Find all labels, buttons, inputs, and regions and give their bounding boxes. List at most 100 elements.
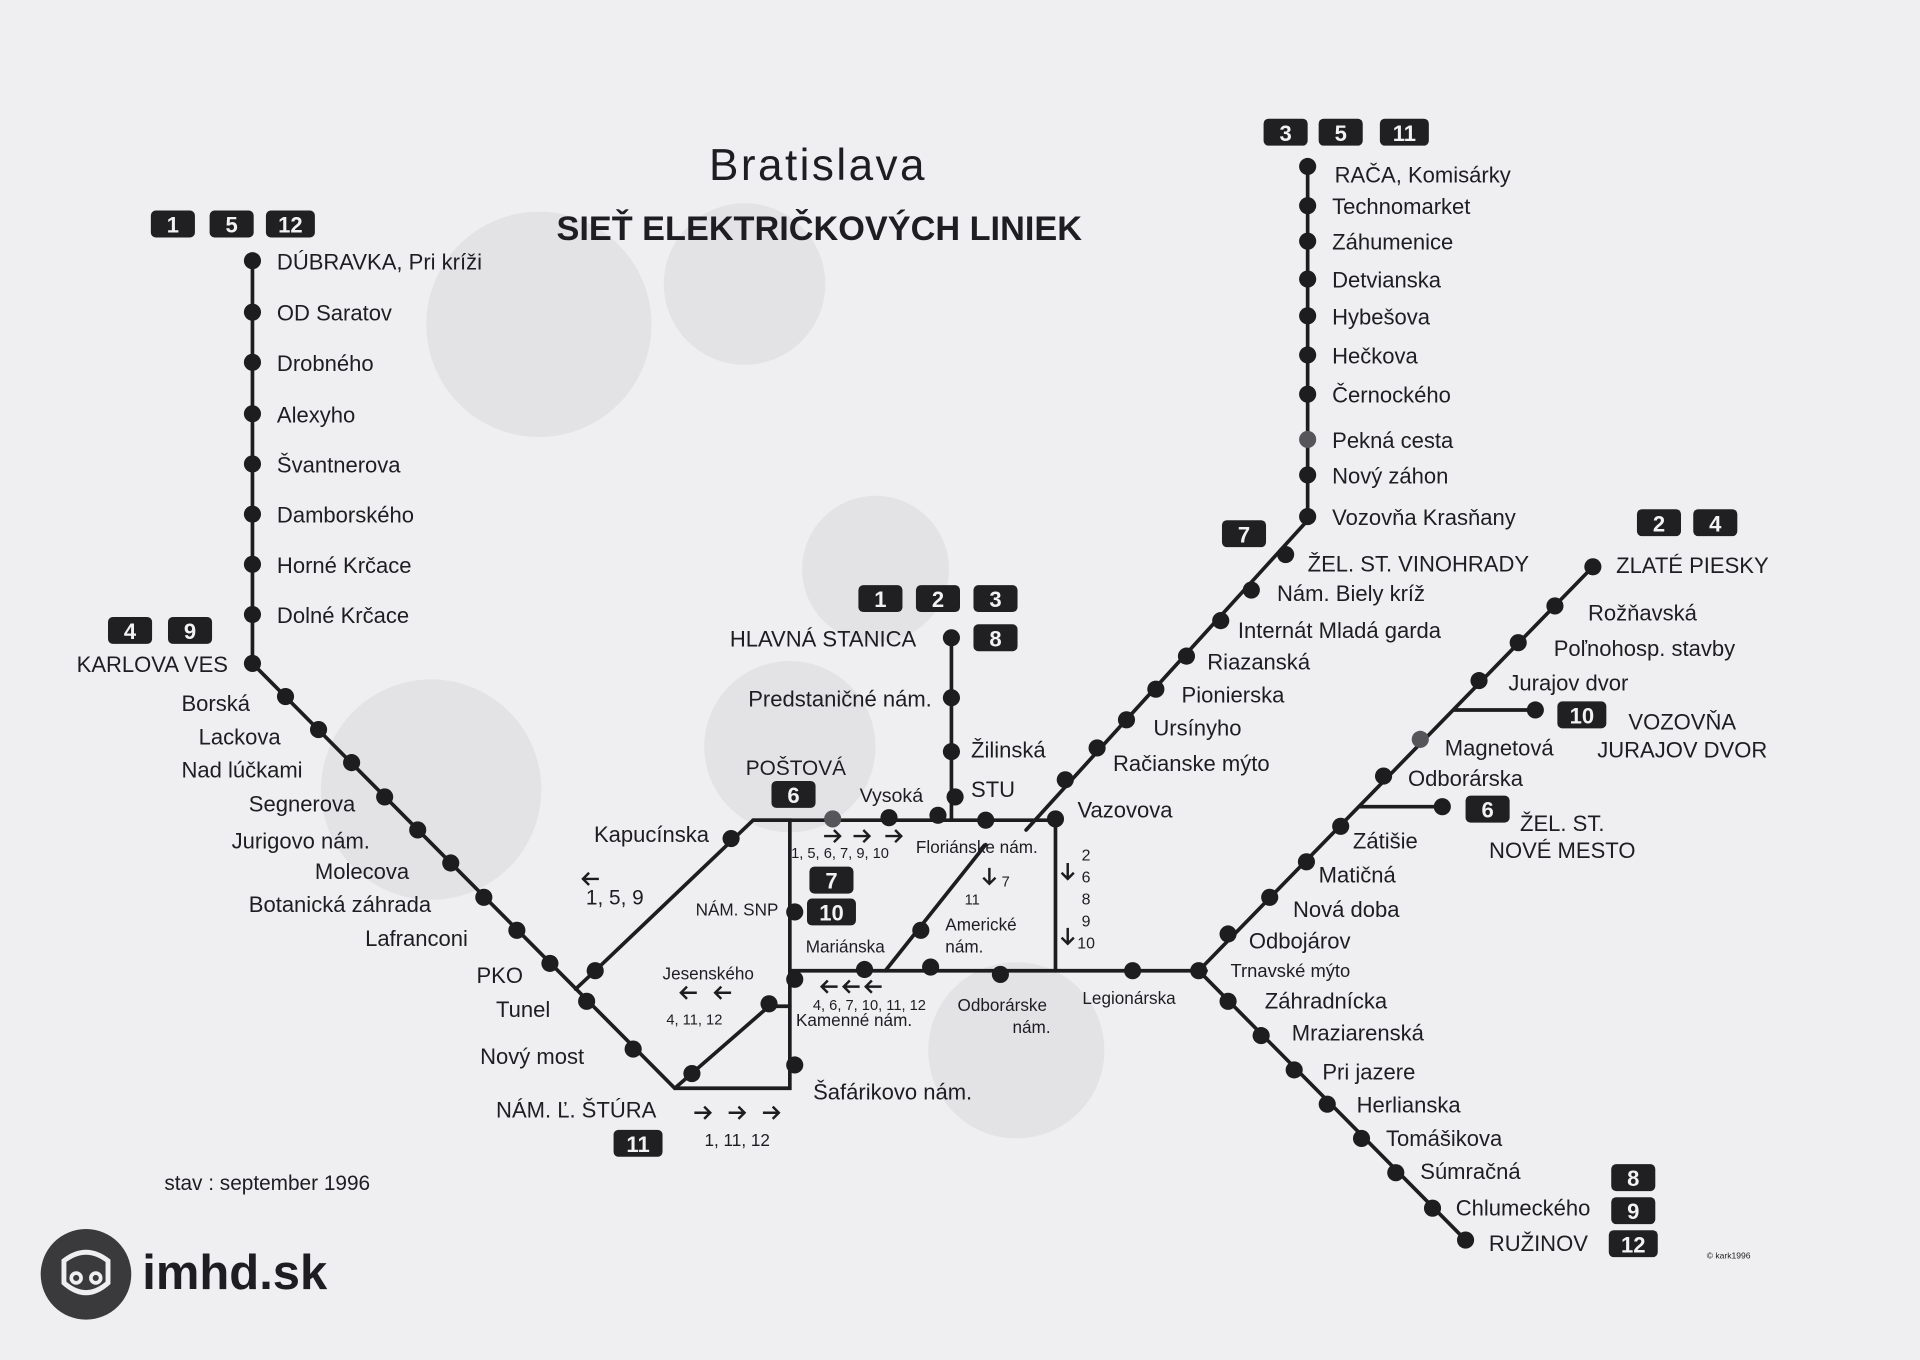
line-badge-8[interactable]: 8 (973, 624, 1018, 651)
station-dot[interactable] (442, 854, 460, 872)
line-badge-10[interactable]: 10 (806, 898, 856, 926)
station-dot[interactable] (243, 555, 262, 573)
line-badge-2[interactable]: 2 (1636, 509, 1682, 536)
line-badge-3[interactable]: 3 (973, 585, 1018, 612)
station-dot[interactable] (1299, 197, 1317, 215)
line-badge-8[interactable]: 8 (1611, 1164, 1656, 1191)
station-dot[interactable] (1299, 157, 1317, 176)
line-badge-4[interactable]: 4 (108, 616, 153, 644)
station-dot[interactable] (1177, 647, 1196, 665)
line-badge-1[interactable]: 1 (150, 210, 195, 238)
line-badge-6[interactable]: 6 (1465, 795, 1510, 823)
station-dot[interactable] (243, 455, 262, 473)
station-dot[interactable] (586, 962, 604, 980)
station-dot[interactable] (1423, 1199, 1442, 1217)
station-dot[interactable] (1261, 888, 1279, 906)
line-badge-5[interactable]: 5 (1318, 118, 1363, 146)
station-dot[interactable] (1299, 466, 1317, 484)
line-badge-9[interactable]: 9 (167, 616, 213, 644)
station-dot[interactable] (1285, 1061, 1303, 1079)
station-dot[interactable] (946, 788, 964, 806)
station-dot[interactable] (309, 721, 328, 739)
station-dot[interactable] (977, 811, 995, 829)
station-dot[interactable] (1374, 767, 1393, 785)
station-dot[interactable] (1277, 545, 1295, 564)
station-dot[interactable] (1526, 701, 1544, 719)
station-dot[interactable] (1387, 1164, 1405, 1182)
station-dot[interactable] (409, 821, 427, 839)
station-dot[interactable] (1297, 853, 1315, 871)
station-dot[interactable] (1411, 730, 1429, 748)
station-dot[interactable] (942, 743, 960, 761)
station-dot[interactable] (855, 960, 874, 979)
station-dot[interactable] (1147, 680, 1165, 698)
station-dot[interactable] (1190, 962, 1208, 980)
station-dot[interactable] (1056, 771, 1074, 789)
station-dot[interactable] (683, 1064, 701, 1083)
station-dot[interactable] (942, 689, 960, 707)
line-badge-10[interactable]: 10 (1557, 701, 1607, 728)
station-dot[interactable] (722, 829, 740, 848)
line-badge-12[interactable]: 12 (1608, 1230, 1658, 1257)
station-dot[interactable] (922, 958, 940, 976)
station-dot[interactable] (1352, 1129, 1371, 1148)
station-dot[interactable] (1470, 672, 1488, 690)
station-dot[interactable] (991, 965, 1009, 983)
station-dot[interactable] (578, 992, 596, 1010)
station-dot[interactable] (1242, 581, 1260, 599)
station-dot[interactable] (1318, 1095, 1336, 1113)
line-badge-11[interactable]: 11 (613, 1129, 663, 1157)
station-dot[interactable] (624, 1040, 642, 1058)
station-dot[interactable] (1299, 307, 1317, 325)
station-dot[interactable] (824, 810, 842, 828)
station-dot[interactable] (475, 888, 493, 906)
station-dot[interactable] (1509, 634, 1527, 652)
station-dot[interactable] (243, 505, 262, 523)
station-dot[interactable] (243, 605, 262, 624)
line-badge-9[interactable]: 9 (1611, 1197, 1656, 1224)
station-dot[interactable] (1299, 508, 1317, 526)
station-dot[interactable] (1252, 1027, 1270, 1045)
station-dot[interactable] (1299, 270, 1317, 288)
line-badge-6[interactable]: 6 (771, 780, 816, 808)
station-dot[interactable] (1584, 558, 1602, 576)
line-badge-1[interactable]: 1 (858, 585, 903, 612)
station-dot[interactable] (243, 252, 262, 270)
station-dot[interactable] (1456, 1231, 1475, 1249)
station-dot[interactable] (508, 921, 526, 939)
station-dot[interactable] (243, 654, 262, 673)
station-dot[interactable] (1088, 739, 1106, 757)
station-dot[interactable] (912, 921, 930, 939)
station-dot[interactable] (786, 970, 804, 988)
station-dot[interactable] (1219, 925, 1237, 943)
line-badge-12[interactable]: 12 (265, 210, 315, 238)
station-dot[interactable] (1212, 612, 1230, 630)
station-dot[interactable] (1332, 817, 1350, 835)
line-badge-7[interactable]: 7 (1221, 520, 1267, 547)
station-dot[interactable] (1046, 810, 1065, 828)
station-dot[interactable] (942, 629, 960, 647)
station-dot[interactable] (541, 954, 559, 972)
station-dot[interactable] (1433, 798, 1451, 816)
station-dot[interactable] (1299, 385, 1317, 403)
station-dot[interactable] (760, 995, 778, 1013)
imhd-logo[interactable]: imhd.sk (40, 1229, 328, 1320)
station-dot[interactable] (243, 303, 262, 321)
station-dot[interactable] (1219, 992, 1237, 1010)
line-badge-5[interactable]: 5 (209, 210, 254, 238)
station-dot[interactable] (1299, 232, 1317, 250)
station-dot[interactable] (880, 809, 898, 827)
line-badge-7[interactable]: 7 (809, 866, 854, 894)
station-dot[interactable] (1546, 597, 1564, 615)
station-dot[interactable] (786, 1056, 804, 1074)
station-dot[interactable] (1124, 962, 1142, 980)
station-dot[interactable] (243, 353, 262, 371)
station-dot[interactable] (343, 754, 361, 772)
station-dot[interactable] (276, 687, 295, 706)
station-dot[interactable] (1299, 430, 1317, 449)
line-badge-11[interactable]: 11 (1379, 118, 1429, 146)
station-dot[interactable] (243, 405, 262, 423)
station-dot[interactable] (786, 903, 804, 921)
station-dot[interactable] (1299, 346, 1317, 364)
station-dot[interactable] (929, 806, 947, 824)
